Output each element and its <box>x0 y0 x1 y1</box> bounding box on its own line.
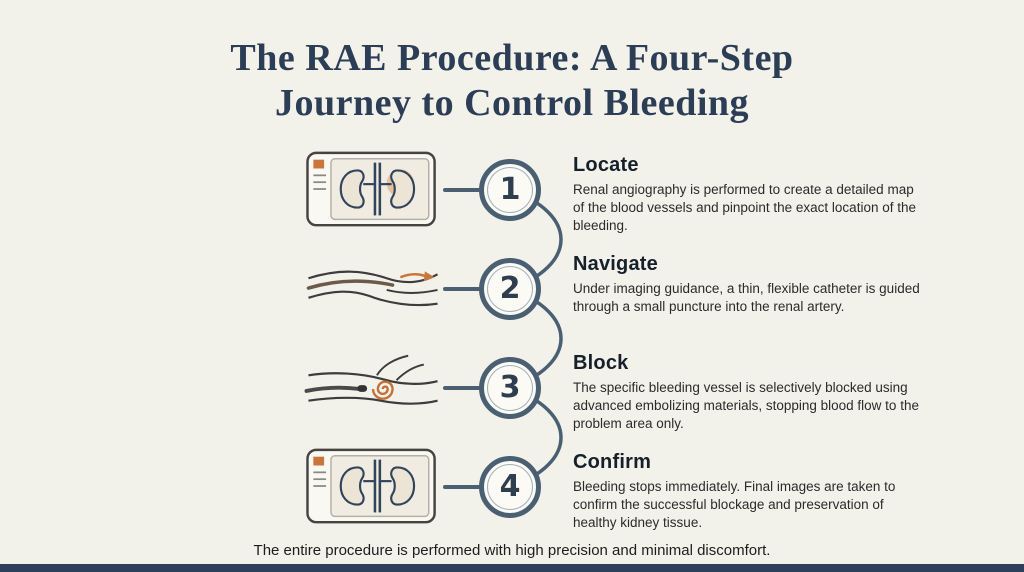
step-link-line <box>443 187 483 192</box>
page-title-line-2: Journey to Control Bleeding <box>274 81 750 124</box>
catheter-navigation-icon <box>303 245 443 333</box>
step-number: 1 <box>499 172 521 207</box>
step-row-confirm: 4 Confirm Bleeding stops immediately. Fi… <box>0 438 1024 537</box>
step-description: The specific bleeding vessel is selectiv… <box>573 379 919 431</box>
footer-note: The entire procedure is performed with h… <box>253 542 771 559</box>
step-number: 2 <box>499 271 521 306</box>
step-text-block: Confirm Bleeding stops immediately. Fina… <box>573 451 923 532</box>
step-row-navigate: 2 Navigate Under imaging guidance, a thi… <box>0 240 1024 339</box>
step-description: Renal angiography is performed to create… <box>573 181 916 233</box>
step-text-block: Locate Renal angiography is performed to… <box>573 154 923 235</box>
step-text-block: Navigate Under imaging guidance, a thin,… <box>573 253 923 316</box>
step-number-badge: 2 <box>479 257 541 320</box>
angiography-monitor-icon <box>303 146 443 234</box>
step-description: Bleeding stops immediately. Final images… <box>573 478 896 530</box>
step-number-badge: 3 <box>479 356 541 419</box>
step-link-line <box>443 286 483 291</box>
step-title: Locate <box>573 153 639 176</box>
embolization-coil-icon <box>303 344 443 432</box>
step-title: Navigate <box>573 252 658 275</box>
footer-accent-bar <box>0 564 1024 572</box>
step-title: Block <box>573 351 629 374</box>
step-number: 4 <box>499 469 521 504</box>
step-link-line <box>443 385 483 390</box>
page-title-line-1: The RAE Procedure: A Four-Step <box>230 37 794 79</box>
confirmation-monitor-icon <box>303 443 443 531</box>
step-link-line <box>443 484 483 489</box>
step-number: 3 <box>499 370 521 405</box>
step-number-badge: 1 <box>479 158 541 221</box>
step-number-badge: 4 <box>479 455 541 518</box>
step-text-block: Block The specific bleeding vessel is se… <box>573 352 923 433</box>
page-title: The RAE Procedure: A Four-Step Journey t… <box>0 36 1024 126</box>
step-title: Confirm <box>573 450 652 473</box>
step-description: Under imaging guidance, a thin, flexible… <box>573 280 920 314</box>
step-row-locate: 1 Locate Renal angiography is performed … <box>0 141 1024 240</box>
step-row-block: 3 Block The specific bleeding vessel is … <box>0 339 1024 438</box>
